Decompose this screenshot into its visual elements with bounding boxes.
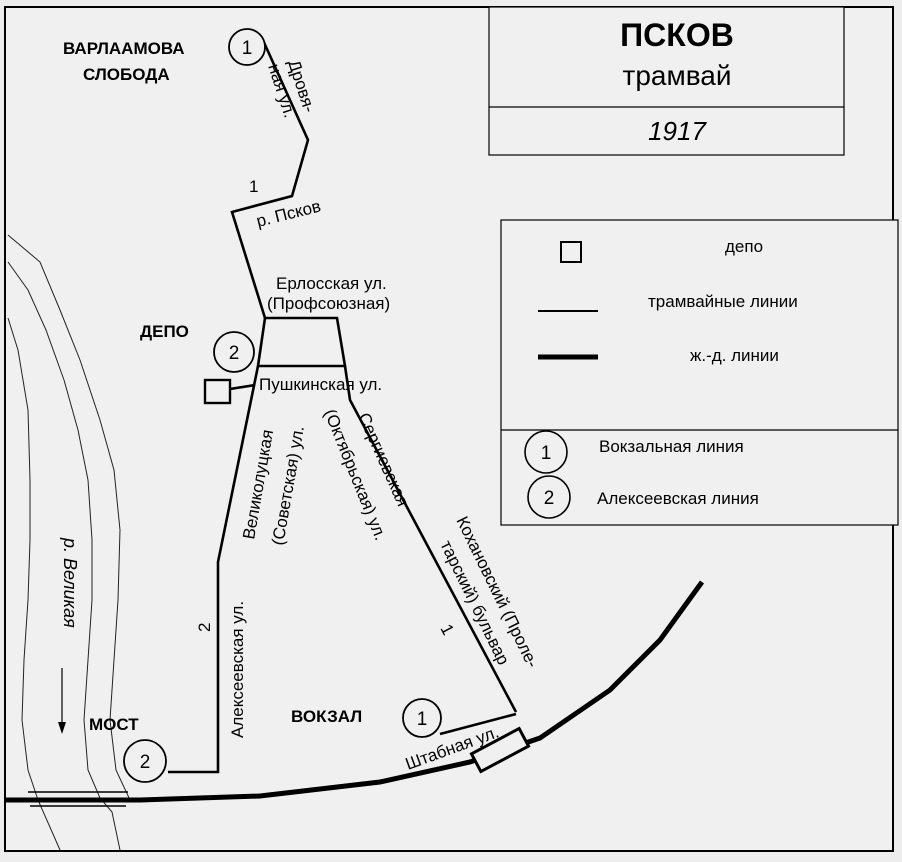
legend-line-2: 2 Алексеевская линия bbox=[527, 475, 759, 519]
legend-depot: депо bbox=[560, 237, 763, 263]
bridge bbox=[28, 791, 128, 807]
title-city: ПСКОВ bbox=[620, 17, 734, 53]
river-velikaya bbox=[7, 234, 131, 851]
tram-line-1-sergievskaya bbox=[343, 365, 518, 713]
route-label-1b: 1 bbox=[436, 621, 457, 638]
tram-lines bbox=[168, 37, 518, 774]
street-r-pskov: р. Псков bbox=[254, 197, 322, 231]
route-label-2: 2 bbox=[195, 623, 214, 632]
legend-tram-lines: трамвайные линии bbox=[538, 292, 798, 312]
street-profsoyuznaya: (Профсоюзная) bbox=[267, 294, 390, 313]
place-depo: ДЕПО bbox=[140, 322, 189, 341]
svg-text:2: 2 bbox=[229, 343, 240, 364]
place-most: МОСТ bbox=[89, 715, 139, 734]
depot-spur bbox=[229, 383, 256, 391]
street-pushkinskaya: Пушкинская ул. bbox=[259, 375, 382, 394]
title-box: ПСКОВ трамвай 1917 bbox=[488, 6, 845, 156]
legend-tram-lines-label: трамвайные линии bbox=[648, 292, 798, 311]
marker-most: 2 bbox=[123, 739, 167, 783]
svg-text:1: 1 bbox=[541, 443, 552, 464]
marker-vokzal: 1 bbox=[402, 698, 442, 738]
river-bank-right bbox=[7, 234, 131, 801]
legend-rail-lines-label: ж.-д. линии bbox=[690, 346, 779, 365]
svg-text:2: 2 bbox=[140, 752, 151, 773]
place-vokzal: ВОКЗАЛ bbox=[291, 707, 362, 726]
marker-depo: 2 bbox=[213, 331, 255, 373]
legend: депо трамвайные линии ж.-д. линии 1 Вокз… bbox=[500, 219, 899, 526]
place-varlaamova-2: СЛОБОДА bbox=[83, 65, 170, 84]
river-flow-arrow bbox=[58, 668, 66, 734]
place-varlaamova-1: ВАРЛААМОВА bbox=[63, 39, 185, 58]
title-subtitle: трамвай bbox=[623, 60, 732, 91]
street-alekseevskaya: Алексеевская ул. bbox=[228, 601, 247, 738]
legend-depot-label: депо bbox=[725, 237, 763, 256]
tram-line-1-north bbox=[230, 37, 310, 319]
legend-rail-lines: ж.-д. линии bbox=[538, 346, 779, 365]
depot-marker bbox=[203, 378, 232, 405]
station-marker bbox=[469, 726, 531, 774]
svg-text:1: 1 bbox=[242, 38, 253, 59]
legend-line-2-label: Алексеевская линия bbox=[597, 489, 759, 508]
legend-line-1-label: Вокзальная линия bbox=[599, 437, 744, 456]
marker-varlaamova: 1 bbox=[228, 28, 266, 66]
river-velikaya-label: р. Великая bbox=[60, 537, 80, 628]
route-label-1a: 1 bbox=[249, 177, 258, 196]
tram-line-1-shtabnaya bbox=[439, 712, 517, 736]
tram-line-2-loop bbox=[256, 316, 347, 368]
street-erlosskaya: Ерлосская ул. bbox=[276, 274, 387, 293]
svg-text:1: 1 bbox=[417, 709, 428, 730]
river-bank-left-b bbox=[7, 317, 61, 851]
svg-text:2: 2 bbox=[544, 488, 555, 509]
legend-line-1: 1 Вокзальная линия bbox=[524, 430, 744, 474]
tram-line-2-alekseevskaya bbox=[168, 365, 260, 774]
railway-line bbox=[6, 580, 705, 803]
river-bank-left bbox=[7, 261, 121, 851]
title-year: 1917 bbox=[648, 116, 707, 146]
